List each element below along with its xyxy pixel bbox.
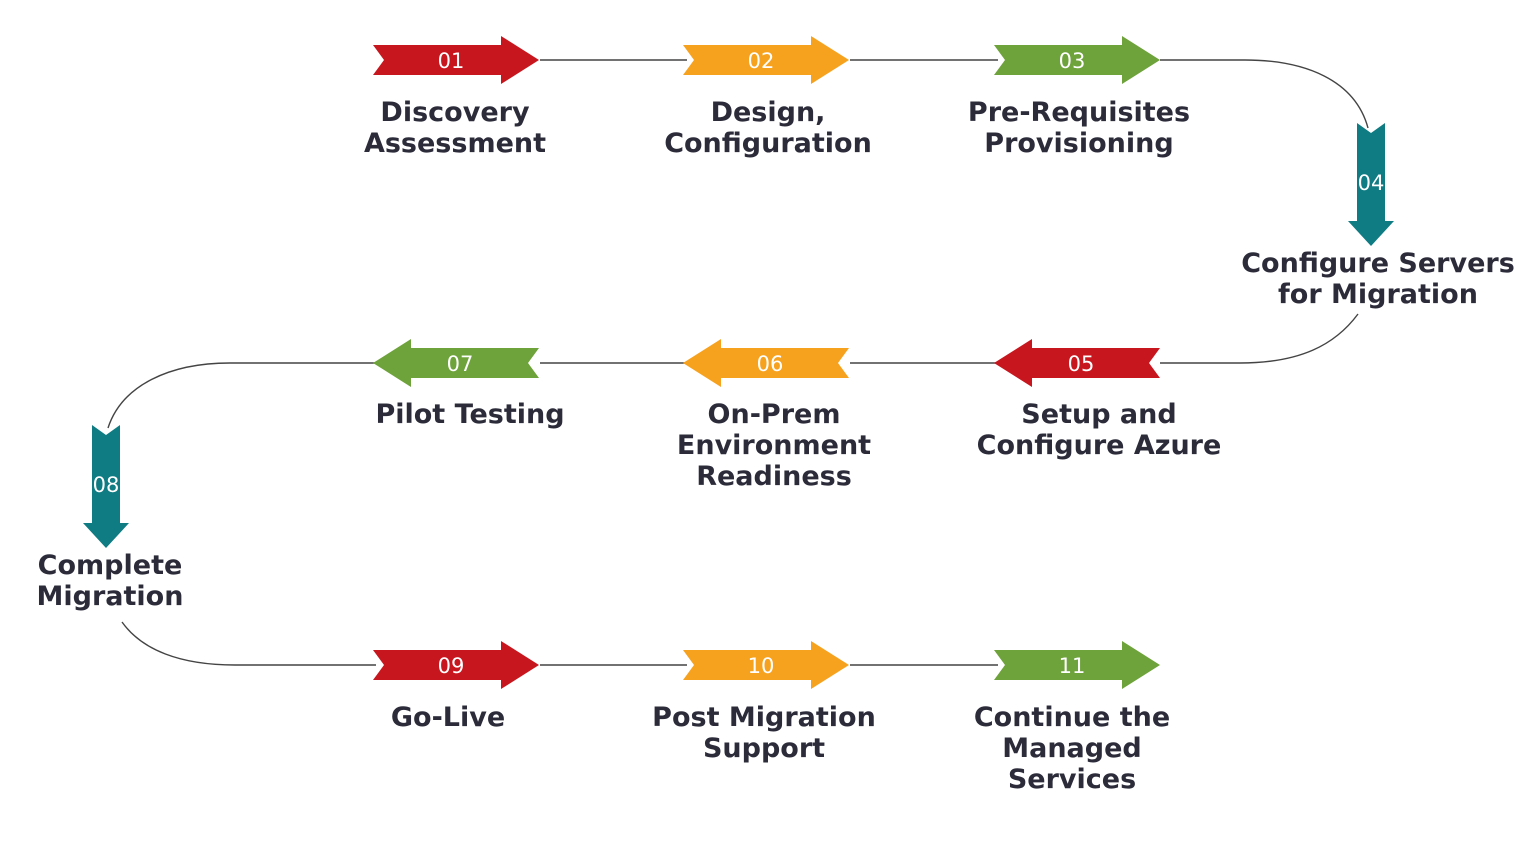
step-number-08: 08 (93, 473, 120, 497)
step-label-line: Design, (710, 97, 826, 128)
step-arrow-08: 08 (83, 425, 129, 548)
step-label-07: Pilot Testing (375, 399, 564, 430)
step-arrow-06: 06 (683, 339, 849, 387)
step-label-line: Setup and (1021, 399, 1177, 430)
step-label-line: Configure Azure (976, 430, 1222, 461)
step-arrow-01: 01 (373, 36, 539, 84)
arrow-shape-05 (994, 339, 1160, 387)
step-arrow-09: 09 (373, 641, 539, 689)
step-label-line: Environment (676, 430, 872, 461)
step-number-03: 03 (1059, 49, 1086, 73)
step-arrows: 01 02 03 04 05 06 07 08 09 10 11 (83, 36, 1394, 689)
step-number-05: 05 (1068, 352, 1095, 376)
arrow-shape-02 (683, 36, 849, 84)
step-arrow-10: 10 (683, 641, 849, 689)
step-label-line: Discovery (380, 97, 530, 128)
arrow-shape-04 (1348, 123, 1394, 246)
step-arrow-05: 05 (994, 339, 1160, 387)
arrow-shape-08 (83, 425, 129, 548)
step-label-line: Configure Servers (1241, 248, 1515, 279)
step-number-10: 10 (748, 654, 775, 678)
step-label-09: Go-Live (391, 702, 505, 733)
connector-line-4 (1160, 313, 1359, 364)
step-label-02: Design,Configuration (664, 97, 872, 159)
arrow-shape-07 (373, 339, 539, 387)
connector-lines (107, 59, 1369, 666)
step-label-line: Migration (36, 581, 184, 612)
step-number-02: 02 (748, 49, 775, 73)
step-label-line: On-Prem (707, 399, 841, 430)
connector-line-7 (107, 362, 376, 429)
step-number-09: 09 (438, 654, 465, 678)
step-number-07: 07 (447, 352, 474, 376)
step-number-04: 04 (1358, 171, 1385, 195)
connector-line-8 (121, 621, 376, 666)
step-number-11: 11 (1059, 654, 1086, 678)
connector-line-3 (1160, 59, 1369, 129)
step-arrow-02: 02 (683, 36, 849, 84)
step-label-line: Pre-Requisites (967, 97, 1191, 128)
step-arrow-04: 04 (1348, 123, 1394, 246)
step-label-line: for Migration (1278, 279, 1478, 310)
step-arrow-11: 11 (994, 641, 1160, 689)
arrow-shape-06 (683, 339, 849, 387)
step-arrow-07: 07 (373, 339, 539, 387)
step-number-06: 06 (757, 352, 784, 376)
step-number-01: 01 (438, 49, 465, 73)
step-label-line: Support (702, 733, 826, 764)
step-label-line: Post Migration (652, 702, 876, 733)
step-label-line: Provisioning (984, 128, 1174, 159)
step-label-line: Services (1007, 764, 1137, 795)
step-label-line: Complete (37, 550, 183, 581)
step-label-line: Assessment (363, 128, 547, 159)
step-label-line: Configuration (664, 128, 872, 159)
step-label-line: Continue the (973, 702, 1171, 733)
step-label-line: Managed (1002, 733, 1142, 764)
step-arrow-03: 03 (994, 36, 1160, 84)
arrow-shape-03 (994, 36, 1160, 84)
step-label-line: Pilot Testing (375, 399, 565, 430)
arrow-shape-10 (683, 641, 849, 689)
arrow-shape-09 (373, 641, 539, 689)
arrow-shape-11 (994, 641, 1160, 689)
step-label-line: Go-Live (390, 702, 506, 733)
step-label-line: Readiness (696, 461, 852, 492)
arrow-shape-01 (373, 36, 539, 84)
